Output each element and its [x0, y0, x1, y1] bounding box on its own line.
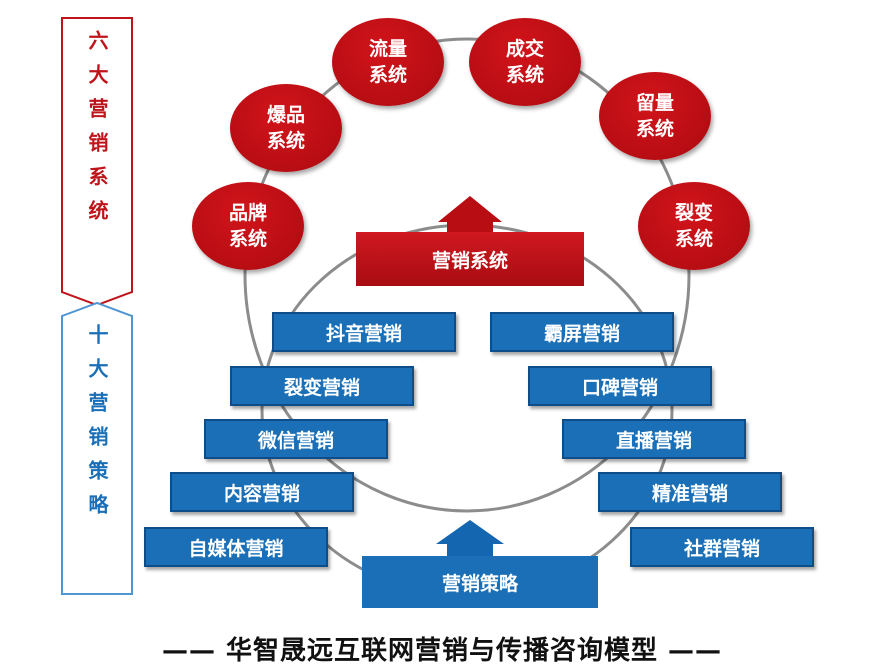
- system-node-label: 系统: [674, 228, 713, 250]
- strategy-self-media: 自媒体营销: [144, 527, 328, 567]
- system-node-label: 系统: [228, 228, 267, 250]
- system-node-label: 系统: [505, 64, 544, 86]
- system-node-label: 留量: [635, 92, 674, 114]
- system-node-label: 裂变: [674, 202, 713, 224]
- strategies-side-label: 十大营销策略: [84, 324, 110, 528]
- system-node-label: 成交: [505, 38, 544, 60]
- strategies-center-label: 营销策略: [441, 572, 518, 595]
- systems-bracket: [61, 17, 133, 307]
- strategies-bracket: [61, 301, 133, 595]
- system-node-retention: 留量 系统: [599, 72, 711, 160]
- strategies-arrow: [436, 520, 504, 558]
- system-node-label: 爆品: [266, 104, 305, 126]
- strategies-banner: [362, 556, 598, 608]
- system-node-label: 系统: [635, 118, 674, 140]
- system-node-brand: 品牌 系统: [192, 182, 304, 270]
- strategy-douyin: 抖音营销: [272, 312, 456, 352]
- system-node-label: 系统: [368, 64, 407, 86]
- strategy-wechat: 微信营销: [204, 419, 388, 459]
- system-node-conversion: 成交 系统: [469, 18, 581, 106]
- strategy-community: 社群营销: [630, 527, 814, 567]
- footer-title: —— 华智晟远互联网营销与传播咨询模型 ——: [161, 636, 723, 666]
- system-node-label: 品牌: [228, 202, 267, 224]
- strategy-content: 内容营销: [170, 472, 354, 512]
- system-node-traffic: 流量 系统: [332, 18, 444, 106]
- strategy-fission: 裂变营销: [230, 366, 414, 406]
- system-node-label: 流量: [368, 38, 407, 60]
- system-node-label: 系统: [266, 130, 305, 152]
- systems-arrow: [438, 196, 502, 232]
- strategy-word-of-mouth: 口碑营销: [528, 366, 712, 406]
- system-node-hit-product: 爆品 系统: [230, 84, 342, 172]
- systems-side-label: 六大营销系统: [84, 30, 110, 234]
- strategy-precision: 精准营销: [598, 472, 782, 512]
- strategies-side-label-text: 十大营销策略: [85, 324, 109, 528]
- systems-center-label: 营销系统: [431, 249, 508, 272]
- strategy-live-stream: 直播营销: [562, 419, 746, 459]
- strategy-screen-domination: 霸屏营销: [490, 312, 674, 352]
- system-node-fission: 裂变 系统: [638, 182, 750, 270]
- outer-ring: [243, 37, 691, 513]
- systems-side-label-text: 六大营销系统: [85, 30, 109, 234]
